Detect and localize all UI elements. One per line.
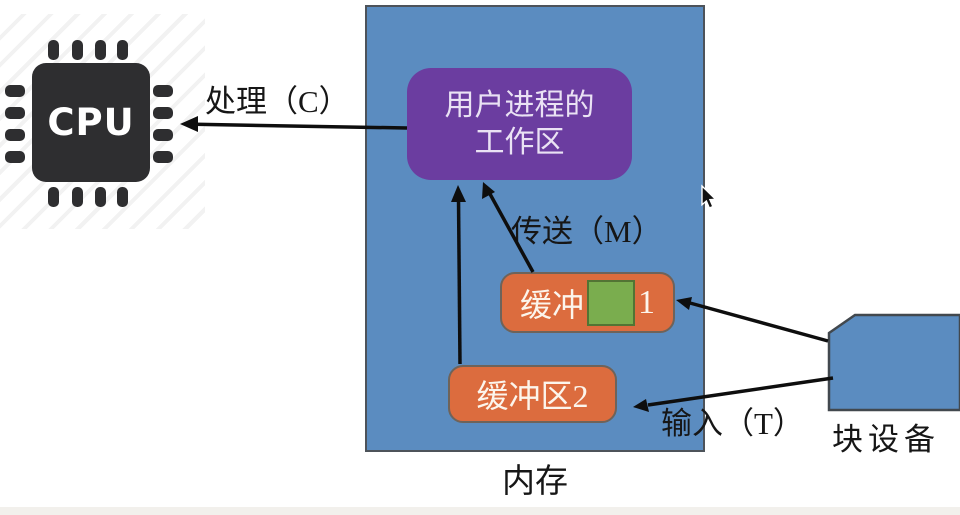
cpu-chip-body: CPU — [32, 63, 150, 182]
buffer-2: 缓冲区2 — [448, 365, 617, 423]
cpu-pin — [72, 40, 83, 60]
buffer-1-number: 1 — [638, 283, 655, 321]
buffer-1-green-highlight — [587, 279, 635, 326]
cpu-pin — [153, 107, 173, 119]
cpu-pin — [153, 129, 173, 141]
cpu-label: CPU — [47, 101, 135, 144]
work-area-line2: 工作区 — [474, 126, 565, 159]
buffer-1-text: 缓冲 — [519, 286, 584, 323]
cpu-pin — [48, 187, 59, 207]
process-arrow-label: 处理（C） — [205, 84, 350, 119]
user-process-work-area: 用户进程的 工作区 — [407, 68, 632, 180]
cpu-pin — [117, 187, 128, 207]
cpu-pin — [95, 187, 106, 207]
cpu-pin — [48, 40, 59, 60]
cpu-pin — [5, 129, 25, 141]
input-arrow-label: 输入（T） — [661, 406, 804, 441]
cpu-pin — [153, 151, 173, 163]
cpu-pin — [72, 187, 83, 207]
cpu-pin — [153, 85, 173, 97]
bottom-strip — [0, 507, 960, 515]
cpu-pin — [5, 107, 25, 119]
cpu-pin — [117, 40, 128, 60]
cpu-pin — [95, 40, 106, 60]
block-device-label: 块设备 — [832, 422, 940, 457]
cpu-pin — [5, 151, 25, 163]
cpu-pin — [5, 85, 25, 97]
memory-label: 内存 — [502, 464, 568, 500]
buffer-1: 缓冲 1 — [500, 272, 675, 333]
transfer-arrow-label: 传送（M） — [511, 214, 663, 249]
work-area-line1: 用户进程的 — [444, 89, 595, 122]
buffer-2-text: 缓冲区2 — [476, 378, 589, 414]
block-device-shape — [827, 313, 960, 412]
